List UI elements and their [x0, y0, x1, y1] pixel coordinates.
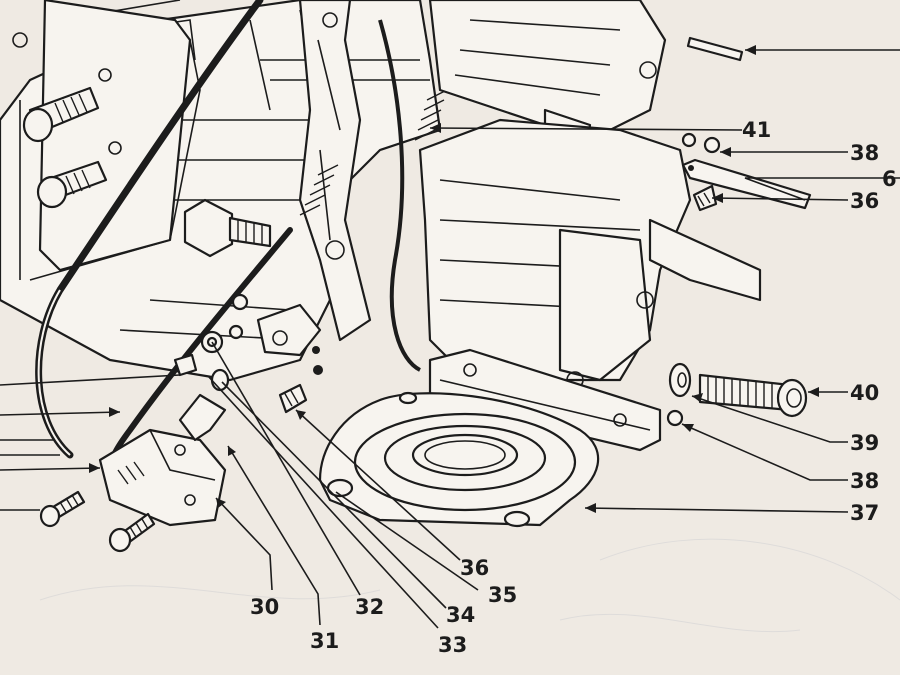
paper-background — [39, 538, 900, 633]
callout-34: 34 — [446, 603, 475, 627]
washer — [668, 362, 692, 398]
cover-screw-upper — [22, 86, 100, 143]
callout-37: 37 — [850, 501, 879, 525]
throttle-lever — [681, 158, 812, 210]
callout-32: 32 — [355, 595, 384, 619]
pump-screws — [39, 490, 156, 553]
callout-33: 33 — [438, 633, 467, 657]
callout-6: 6 — [882, 167, 897, 191]
arrowheads — [89, 45, 819, 513]
base-gasket-plate — [318, 391, 600, 528]
callout-38-mid: 38 — [850, 469, 879, 493]
dowel-pin — [686, 36, 744, 62]
callout-35: 35 — [488, 583, 517, 607]
check-balls — [666, 132, 721, 427]
small-parts — [173, 293, 323, 442]
callout-38-top: 38 — [850, 141, 879, 165]
cap-screw — [698, 373, 808, 418]
callout-36-bottom: 36 — [460, 556, 489, 580]
callout-36-right: 36 — [850, 189, 879, 213]
cover-screw-lower — [36, 160, 108, 209]
hex-bolt — [183, 198, 272, 258]
callout-30: 30 — [250, 595, 279, 619]
callout-labels: 41 38 6 36 40 39 38 37 36 35 34 33 32 31… — [250, 118, 897, 657]
float-housing-lower — [418, 118, 762, 389]
leader-lines — [0, 49, 900, 629]
callout-31: 31 — [310, 629, 339, 653]
callout-39: 39 — [850, 431, 879, 455]
cover-plate — [12, 0, 192, 272]
callout-41: 41 — [742, 118, 771, 142]
pump-lever — [298, 0, 372, 342]
spring — [299, 89, 448, 216]
pump-cover — [98, 428, 227, 527]
callout-40: 40 — [850, 381, 879, 405]
